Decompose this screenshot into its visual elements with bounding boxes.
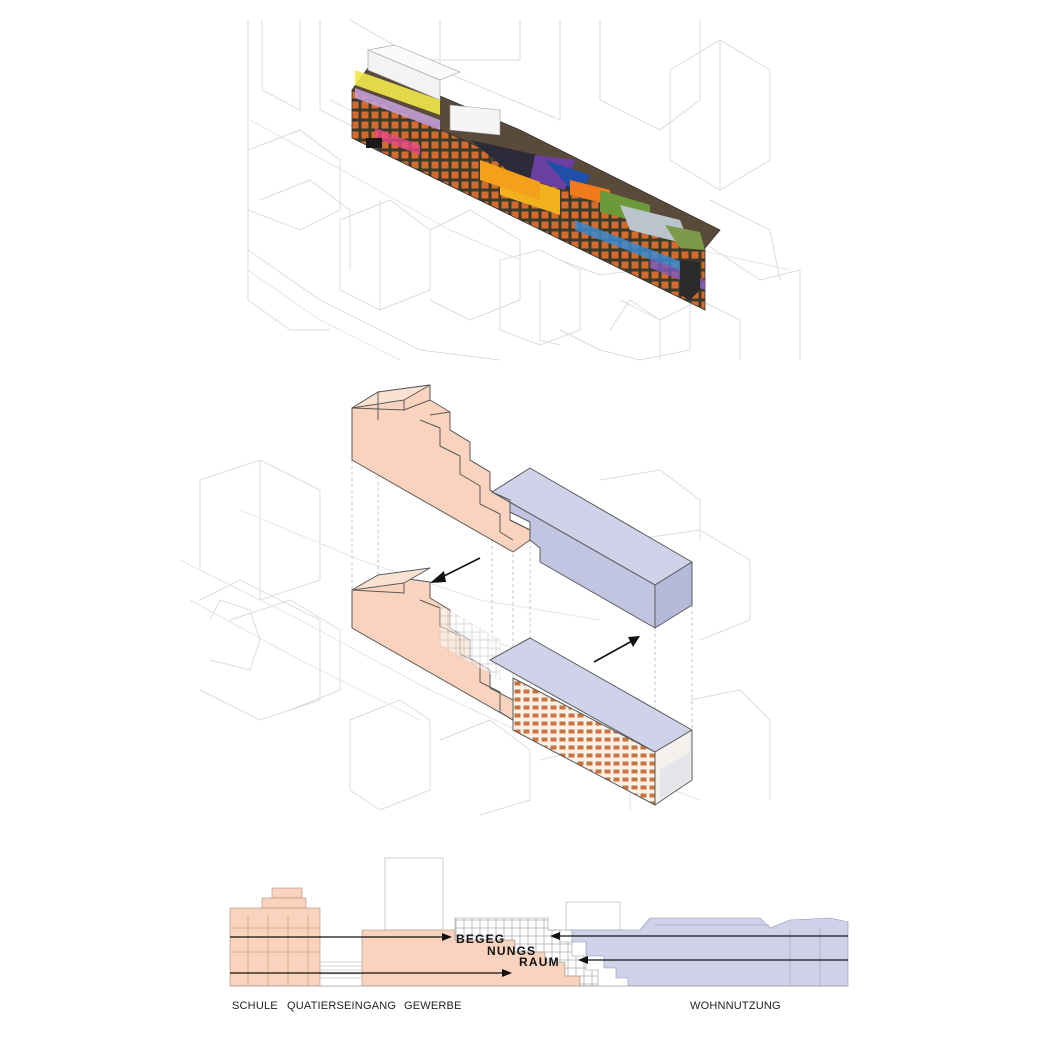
wohnnutzung-section bbox=[548, 917, 849, 987]
label-quartierseingang: QUATIERSEINGANG bbox=[287, 1000, 396, 1012]
middle-axonometric-view bbox=[179, 384, 771, 816]
top-axonometric-view bbox=[247, 19, 801, 361]
label-schule: SCHULE bbox=[232, 1000, 278, 1012]
begegnungsraum-label-1: BEGEG bbox=[456, 932, 505, 946]
section-arrows bbox=[230, 932, 848, 977]
quartierseingang-section bbox=[320, 961, 362, 979]
housing-volume-upper bbox=[491, 467, 693, 629]
label-gewerbe: GEWERBE bbox=[404, 1000, 462, 1012]
housing-volume-lower bbox=[489, 637, 693, 806]
school-volume-upper bbox=[351, 384, 531, 553]
background-tower bbox=[384, 857, 444, 931]
school-volume-lower bbox=[351, 567, 514, 721]
begegnungsraum-label-3: RAUM bbox=[519, 955, 560, 969]
collage-building bbox=[351, 44, 721, 311]
begegnungsraum-label-2: NUNGS bbox=[487, 944, 536, 958]
section-diagram: BEGEG NUNGS RAUM SCHULE QUATIERSEINGANG … bbox=[229, 857, 849, 1012]
label-wohnnutzung: WOHNNUTZUNG bbox=[690, 1000, 781, 1012]
move-left-arrow bbox=[430, 557, 481, 583]
move-right-arrow bbox=[593, 636, 640, 663]
